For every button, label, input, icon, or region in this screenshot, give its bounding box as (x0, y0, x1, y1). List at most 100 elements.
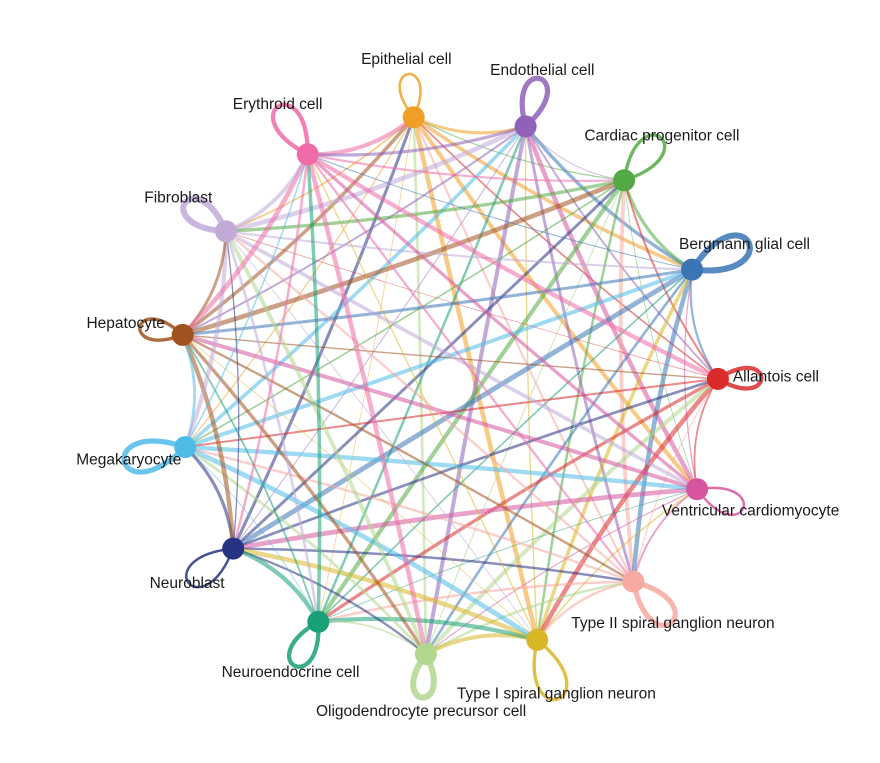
edge-layer (180, 114, 721, 657)
edge-bergmann-glial-cell--oligodendrocyte-precursor-cell (424, 268, 694, 656)
self-loop-ventricular-cardiomyocyte (696, 486, 746, 517)
edge-bergmann-glial-cell--type-i-spiral-ganglion-neuron (535, 267, 694, 642)
self-loop-allantois-cell (716, 365, 764, 391)
edge-allantois-cell--type-ii-spiral-ganglion-neuron (632, 378, 719, 583)
edge-type-i-spiral-ganglion-neuron--fibroblast (225, 230, 538, 641)
edge-endothelial-cell--allantois-cell (524, 125, 719, 380)
self-loop-megakaryocyte (121, 438, 188, 475)
edge-neuroendocrine-cell--neuroblast (231, 546, 321, 624)
self-loop-epithelial-cell (398, 72, 422, 118)
edge-allantois-cell--type-i-spiral-ganglion-neuron (534, 376, 721, 643)
node-fibroblast (215, 220, 237, 243)
edge-type-i-spiral-ganglion-neuron--erythroid-cell (307, 153, 538, 641)
edge-type-ii-spiral-ganglion-neuron--neuroendocrine-cell (317, 580, 635, 624)
node-erythroid-cell (296, 143, 319, 166)
edge-neuroendocrine-cell--megakaryocyte (184, 446, 319, 623)
self-loop-type-i-spiral-ganglion-neuron (532, 638, 569, 702)
node-label-allantois-cell: Allantois cell (733, 369, 819, 386)
self-loop-cardiac-progenitor-cell (622, 133, 667, 182)
node-label-epithelial-cell: Epithelial cell (361, 51, 451, 68)
edge-endothelial-cell--fibroblast (223, 124, 528, 234)
edge-neuroendocrine-cell--hepatocyte (181, 334, 320, 623)
edge-oligodendrocyte-precursor-cell--fibroblast (224, 229, 428, 657)
edge-oligodendrocyte-precursor-cell--neuroblast (232, 547, 428, 656)
edge-allantois-cell--oligodendrocyte-precursor-cell (423, 376, 720, 657)
self-loop-neuroendocrine-cell (286, 619, 321, 669)
self-loop-neuroblast (185, 547, 235, 589)
edge-allantois-cell--erythroid-cell (305, 152, 721, 382)
edge-epithelial-cell--neuroblast (231, 115, 416, 551)
self-loop-hepatocyte (138, 317, 184, 342)
node-label-hepatocyte: Hepatocyte (86, 315, 164, 332)
edge-endothelial-cell--erythroid-cell (306, 124, 528, 157)
edge-bergmann-glial-cell--ventricular-cardiomyocyte (684, 268, 698, 490)
edge-endothelial-cell--bergmann-glial-cell (523, 124, 694, 272)
self-loop-fibroblast (180, 195, 229, 235)
node-label-megakaryocyte: Megakaryocyte (76, 452, 181, 469)
edge-cardiac-progenitor-cell--type-i-spiral-ganglion-neuron (535, 179, 626, 642)
edge-fibroblast--erythroid-cell (224, 152, 310, 234)
edge-megakaryocyte--erythroid-cell (184, 153, 309, 448)
edge-epithelial-cell--allantois-cell (412, 116, 719, 380)
node-allantois-cell (706, 367, 729, 390)
edge-ventricular-cardiomyocyte--hepatocyte (180, 332, 700, 492)
edge-ventricular-cardiomyocyte--neuroblast (230, 486, 700, 551)
node-epithelial-cell (402, 106, 425, 129)
edge-cardiac-progenitor-cell--allantois-cell (623, 179, 719, 380)
edge-bergmann-glial-cell--allantois-cell (689, 268, 720, 381)
self-loop-erythroid-cell (270, 102, 310, 157)
edge-allantois-cell--fibroblast (225, 230, 719, 380)
edge-epithelial-cell--oligodendrocyte-precursor-cell (412, 115, 428, 656)
edge-cardiac-progenitor-cell--type-ii-spiral-ganglion-neuron (618, 178, 636, 584)
node-hepatocyte (171, 323, 194, 346)
edge-endothelial-cell--ventricular-cardiomyocyte (523, 124, 700, 492)
node-label-fibroblast: Fibroblast (144, 189, 213, 206)
edge-allantois-cell--neuroendocrine-cell (316, 377, 720, 624)
edge-cardiac-progenitor-cell--ventricular-cardiomyocyte (623, 179, 698, 490)
edge-type-ii-spiral-ganglion-neuron--oligodendrocyte-precursor-cell (424, 580, 635, 656)
node-label-oligodendrocyte-precursor-cell: Oligodendrocyte precursor cell (316, 703, 526, 720)
edge-oligodendrocyte-precursor-cell--erythroid-cell (305, 152, 429, 657)
edge-type-ii-spiral-ganglion-neuron--hepatocyte (181, 333, 635, 583)
edge-type-i-spiral-ganglion-neuron--hepatocyte (182, 334, 538, 641)
edge-oligodendrocyte-precursor-cell--megakaryocyte (183, 445, 428, 656)
edge-endothelial-cell--type-ii-spiral-ganglion-neuron (524, 124, 635, 583)
edge-endothelial-cell--neuroblast (232, 125, 527, 550)
self-loop-type-ii-spiral-ganglion-neuron (630, 578, 678, 628)
edge-type-ii-spiral-ganglion-neuron--erythroid-cell (306, 153, 635, 583)
edge-epithelial-cell--ventricular-cardiomyocyte (411, 115, 700, 492)
node-label-endothelial-cell: Endothelial cell (490, 62, 594, 79)
self-loop-endothelial-cell (519, 75, 550, 129)
node-neuroendocrine-cell (307, 610, 330, 633)
node-label-type-i-spiral-ganglion-neuron: Type I spiral ganglion neuron (457, 686, 656, 703)
edge-cardiac-progenitor-cell--hepatocyte (180, 177, 627, 338)
edge-cardiac-progenitor-cell--fibroblast (224, 178, 626, 233)
edge-ventricular-cardiomyocyte--type-i-spiral-ganglion-neuron (536, 488, 698, 641)
edge-endothelial-cell--megakaryocyte (183, 124, 528, 449)
edge-neuroblast--fibroblast (225, 230, 240, 550)
edge-neuroendocrine-cell--fibroblast (224, 229, 320, 624)
edge-neuroblast--erythroid-cell (231, 153, 309, 550)
edge-neuroendocrine-cell--erythroid-cell (305, 152, 322, 624)
node-oligodendrocyte-precursor-cell (414, 643, 437, 666)
edge-type-i-spiral-ganglion-neuron--megakaryocyte (182, 444, 540, 643)
edge-epithelial-cell--megakaryocyte (184, 116, 415, 448)
edge-allantois-cell--ventricular-cardiomyocyte (693, 378, 719, 491)
self-loop-bergmann-glial-cell (689, 232, 753, 274)
edge-ventricular-cardiomyocyte--neuroendocrine-cell (317, 488, 698, 623)
node-ventricular-cardiomyocyte (686, 478, 709, 501)
edge-epithelial-cell--fibroblast (225, 116, 415, 233)
node-label-erythroid-cell: Erythroid cell (233, 96, 323, 113)
edge-bergmann-glial-cell--type-ii-spiral-ganglion-neuron (630, 267, 695, 584)
node-neuroblast (222, 537, 245, 560)
edge-neuroblast--hepatocyte (180, 332, 236, 551)
node-label-bergmann-glial-cell: Bergmann glial cell (679, 236, 810, 253)
edge-type-ii-spiral-ganglion-neuron--megakaryocyte (183, 445, 635, 583)
node-bergmann-glial-cell (681, 258, 704, 281)
node-megakaryocyte (174, 436, 197, 459)
node-label-neuroendocrine-cell: Neuroendocrine cell (222, 664, 360, 681)
edge-cardiac-progenitor-cell--erythroid-cell (306, 153, 626, 182)
